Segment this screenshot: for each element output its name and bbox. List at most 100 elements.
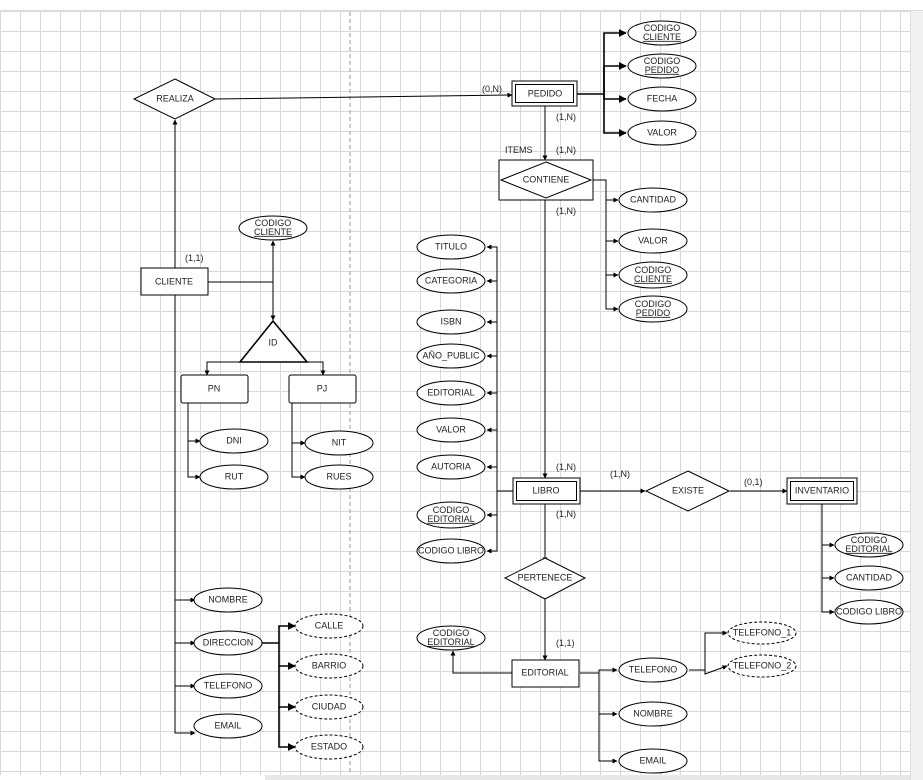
attribute-lib-valor[interactable]: VALOR (416, 417, 486, 443)
attribute-lib-isbn[interactable]: ISBN (416, 309, 486, 335)
attribute-ellipse (304, 464, 374, 490)
attribute-ellipse (618, 261, 688, 289)
attribute-label: VALOR (647, 127, 677, 137)
entity-inventario[interactable]: INVENTARIO (786, 477, 858, 505)
attribute-pn-rut[interactable]: RUT (199, 464, 269, 490)
attribute-tel-1[interactable]: TELEFONO_1 (727, 621, 797, 645)
attribute-label: BARRIO (312, 660, 347, 670)
attribute-ped-valor[interactable]: VALOR (627, 120, 697, 146)
attribute-label: TELEFONO (629, 664, 678, 674)
card-contiene-below: (1,N) (556, 206, 576, 216)
attribute-tel-2[interactable]: TELEFONO_2 (727, 654, 797, 678)
attribute-label: RUT (225, 471, 244, 481)
relationship-pertenece[interactable]: PERTENECE (503, 557, 587, 600)
attribute-ellipse (627, 20, 697, 46)
attribute-cli-direccion[interactable]: DIRECCION (193, 630, 263, 656)
attribute-lib-anio[interactable]: AÑO_PUBLIC (416, 343, 486, 369)
relationship-label: EXISTE (672, 485, 704, 495)
attribute-label: PEDIDO (636, 308, 671, 318)
attribute-label: CANTIDAD (630, 194, 677, 204)
card-contiene-above: (1,N) (556, 145, 576, 155)
attribute-lib-editorial[interactable]: EDITORIAL (416, 380, 486, 406)
attribute-label: TELEFONO (204, 680, 253, 690)
attribute-ellipse (834, 565, 904, 591)
card-libro-above: (1,N) (556, 462, 576, 472)
attribute-cli-nombre[interactable]: NOMBRE (193, 587, 263, 613)
entity-libro[interactable]: LIBRO (512, 477, 581, 505)
attribute-ellipse (294, 613, 364, 639)
relationship-existe[interactable]: EXISTE (644, 470, 731, 512)
attribute-label: DIRECCION (203, 637, 254, 647)
attribute-dir-barrio[interactable]: BARRIO (294, 653, 364, 679)
attribute-ellipse (294, 653, 364, 679)
entity-label: EDITORIAL (521, 667, 568, 677)
attribute-label: EDITORIAL (427, 637, 474, 647)
attribute-ellipse (727, 654, 797, 678)
attribute-edi-nombre[interactable]: NOMBRE (618, 701, 688, 727)
attribute-ped-fecha[interactable]: FECHA (627, 86, 697, 112)
specialization-label: ID (269, 337, 279, 347)
attribute-label: EDITORIAL (427, 387, 474, 397)
attribute-pj-nit[interactable]: NIT (304, 430, 374, 456)
attributes: CODIGOCLIENTECODIGOPEDIDOFECHAVALORCANTI… (193, 20, 904, 774)
attribute-label: CODIGO (433, 505, 470, 515)
card-libro-existe: (1,N) (610, 469, 630, 479)
attribute-dir-estado[interactable]: ESTADO (294, 734, 364, 760)
attribute-label: RUES (326, 471, 351, 481)
horizontal-scrollbar[interactable] (265, 775, 910, 780)
attribute-ellipse (416, 454, 486, 480)
attribute-lib-autoria[interactable]: AUTORIA (416, 454, 486, 480)
attribute-con-valor[interactable]: VALOR (618, 228, 688, 254)
specialization-id-triangle[interactable]: ID (238, 319, 309, 363)
attribute-ellipse (618, 295, 688, 323)
attribute-label: EMAIL (214, 720, 241, 730)
attribute-con-cantidad[interactable]: CANTIDAD (618, 187, 688, 213)
attribute-label: CODIGO (433, 628, 470, 638)
attribute-inv-codlib[interactable]: CODIGO LIBRO (834, 599, 904, 625)
relationship-realiza[interactable]: REALIZA (132, 78, 217, 120)
attribute-dir-calle[interactable]: CALLE (294, 613, 364, 639)
attribute-ellipse (627, 53, 697, 79)
attribute-lib-categoria[interactable]: CATEGORIA (416, 268, 486, 294)
attribute-inv-cantidad[interactable]: CANTIDAD (834, 565, 904, 591)
attribute-cli-email[interactable]: EMAIL (193, 713, 263, 739)
attribute-lib-codlib[interactable]: CODIGO LIBRO (416, 538, 486, 564)
attribute-label: CODIGO LIBRO (418, 545, 484, 555)
attribute-ellipse (416, 417, 486, 443)
attribute-label: TELEFONO_1 (733, 627, 792, 637)
attribute-dir-ciudad[interactable]: CIUDAD (294, 694, 364, 720)
attribute-label: CANTIDAD (846, 572, 893, 582)
attribute-pn-dni[interactable]: DNI (199, 428, 269, 454)
attribute-label: CODIGO (851, 535, 888, 545)
attribute-label: DNI (226, 435, 242, 445)
entity-cliente[interactable]: CLIENTE (140, 267, 209, 296)
attribute-label: NOMBRE (633, 708, 673, 718)
attribute-pj-rues[interactable]: RUES (304, 464, 374, 490)
attribute-edi-telefono[interactable]: TELEFONO (618, 657, 688, 683)
relationship-label: REALIZA (156, 93, 194, 103)
vertical-scrollbar[interactable] (910, 11, 923, 780)
attribute-ellipse (294, 734, 364, 760)
attribute-lib-titulo[interactable]: TITULO (416, 234, 486, 260)
entity-pj[interactable]: PJ (288, 374, 357, 404)
attribute-label: EDITORIAL (427, 514, 474, 524)
entity-contiene[interactable]: CONTIENE (498, 159, 594, 201)
attribute-ellipse (627, 120, 697, 146)
attribute-ellipse (416, 268, 486, 294)
attribute-edi-email[interactable]: EMAIL (618, 748, 688, 774)
attribute-ellipse (193, 713, 263, 739)
attribute-cli-telefono[interactable]: TELEFONO (193, 673, 263, 699)
attribute-ellipse (294, 694, 364, 720)
entity-pedido[interactable]: PEDIDO (511, 80, 578, 107)
entity-editorial[interactable]: EDITORIAL (511, 659, 580, 688)
entity-pn[interactable]: PN (180, 374, 249, 404)
attribute-label: CLIENTE (634, 274, 672, 284)
